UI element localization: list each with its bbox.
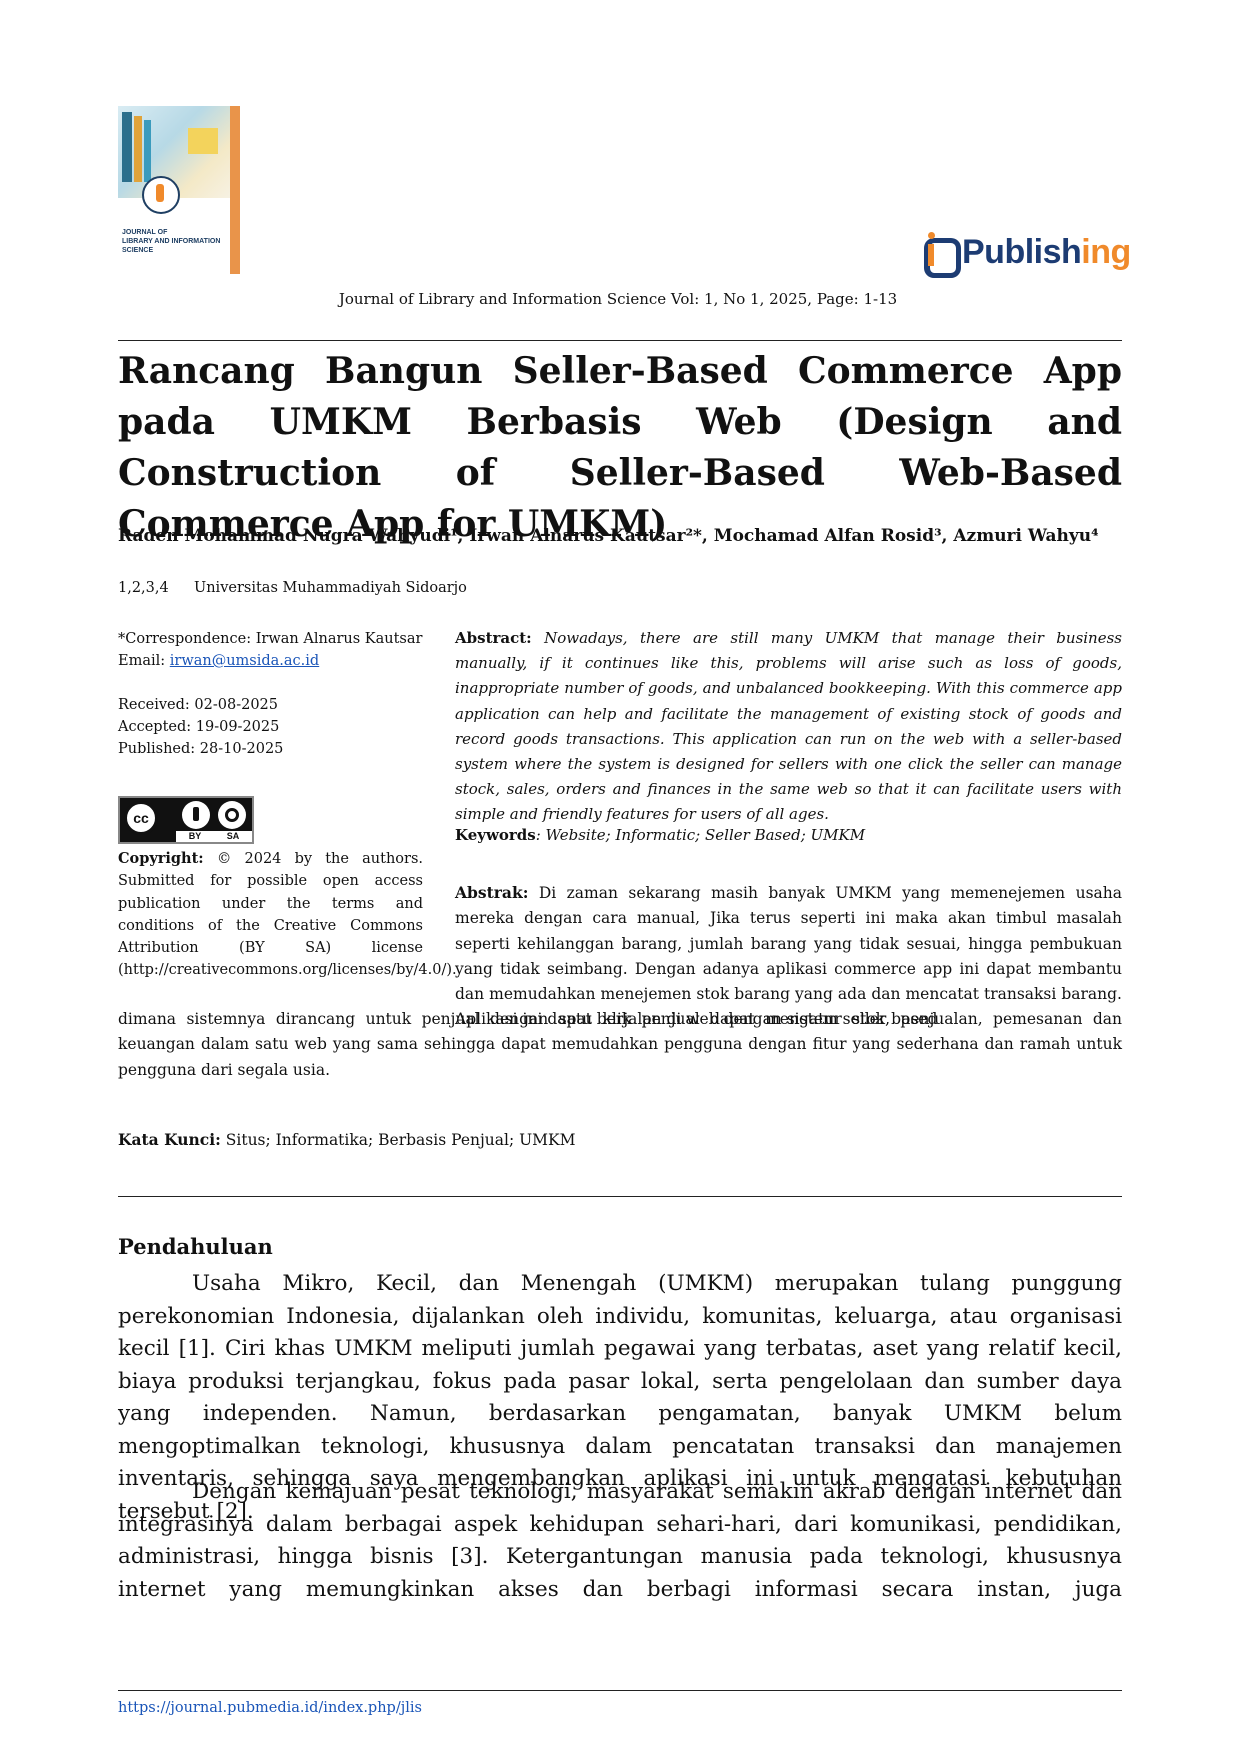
keywords-text: : Website; Informatic; Seller Based; UMK… (535, 826, 866, 844)
email-link[interactable]: irwan@umsida.ac.id (169, 653, 320, 669)
journal-citation-line: Journal of Library and Information Scien… (338, 290, 898, 308)
abstract-indonesian-part1: Abstrak: Di zaman sekarang masih banyak … (455, 880, 1122, 1033)
attribution-icon (182, 801, 210, 829)
email-label: Email: (118, 653, 170, 669)
cc-icon: cc (124, 801, 158, 835)
accepted-date: Accepted: 19-09-2025 (118, 719, 280, 735)
section-heading: Pendahuluan (118, 1234, 273, 1259)
kata-kunci-text: Situs; Informatika; Berbasis Penjual; UM… (220, 1131, 576, 1149)
kata-kunci-label: Kata Kunci: (118, 1130, 221, 1149)
cover-book-shape (122, 112, 132, 182)
cover-book-shape (144, 120, 151, 182)
keywords-line: Keywords: Website; Informatic; Seller Ba… (455, 826, 1122, 844)
copyright-notice: Copyright: © 2024 by the authors. Submit… (118, 848, 457, 982)
license-by-label: BY (188, 831, 202, 841)
correspondence-line: *Correspondence: Irwan Alnarus Kautsar (118, 631, 423, 647)
journal-cover-image: JOURNAL OF LIBRARY AND INFORMATION SCIEN… (118, 106, 240, 274)
cover-title: JOURNAL OF LIBRARY AND INFORMATION SCIEN… (122, 229, 221, 254)
body-paragraph: Dengan kemajuan pesat teknologi, masyara… (118, 1479, 1122, 1602)
license-label: BY SA (176, 831, 252, 842)
publisher-name: Publishing (962, 233, 1131, 272)
affiliation-numbers: 1,2,3,4 (118, 580, 169, 596)
kata-kunci-line: Kata Kunci: Situs; Informatika; Berbasis… (118, 1130, 576, 1149)
footer-rule (118, 1690, 1122, 1691)
copyright-text: © 2024 by the authors. Submitted for pos… (118, 851, 457, 979)
abstract-label: Abstract: (455, 629, 532, 647)
footer-url-link[interactable]: https://journal.pubmedia.id/index.php/jl… (118, 1700, 422, 1716)
copyright-label: Copyright: (118, 850, 204, 867)
body-paragraph: Usaha Mikro, Kecil, dan Menengah (UMKM) … (118, 1271, 1122, 1524)
section-rule (118, 1196, 1122, 1197)
cover-accent-strip (230, 106, 240, 274)
publisher-logo-icon (920, 230, 961, 278)
keywords-label: Keywords (455, 826, 536, 844)
received-date: Received: 02-08-2025 (118, 697, 278, 713)
publisher-name-part1: Publish (962, 232, 1082, 271)
cover-frame-shape (188, 128, 218, 154)
abstrak-label: Abstrak: (455, 883, 529, 902)
correspondence-block: *Correspondence: Irwan Alnarus Kautsar E… (118, 628, 423, 672)
published-date: Published: 28-10-2025 (118, 741, 284, 757)
affiliation-name: Universitas Muhammadiyah Sidoarjo (194, 580, 467, 596)
abstract-text: Nowadays, there are still many UMKM that… (455, 629, 1122, 824)
cover-logo-icon (142, 176, 180, 214)
license-sa-label: SA (226, 831, 240, 841)
author-list: Raden Mohammad Nugra Wahyudi¹, Irwan Aln… (118, 526, 1099, 546)
share-alike-icon (218, 801, 246, 829)
abstract-english: Abstract: Nowadays, there are still many… (455, 626, 1122, 828)
affiliation: 1,2,3,4 Universitas Muhammadiyah Sidoarjo (118, 580, 467, 596)
cc-license-badge[interactable]: cc BY SA (118, 796, 254, 844)
abstrak-text-part1: Di zaman sekarang masih banyak UMKM yang… (455, 884, 1122, 1029)
publisher-logo: Publishing (920, 228, 1131, 278)
email-line: Email: irwan@umsida.ac.id (118, 650, 423, 672)
abstract-indonesian-part2: dimana sistemnya dirancang untuk penjual… (118, 1010, 1122, 1079)
publisher-name-part2: ing (1081, 232, 1131, 271)
cover-book-shape (134, 116, 142, 182)
header-rule (118, 340, 1122, 341)
paper-title: Rancang Bangun Seller-Based Commerce App… (118, 350, 1122, 545)
dates-block: Received: 02-08-2025 Accepted: 19-09-202… (118, 694, 423, 760)
